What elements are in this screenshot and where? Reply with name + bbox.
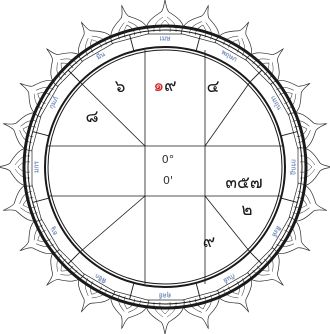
zodiac-sign-lower-left: ตุลย์ [159, 292, 171, 300]
house-left-upper: ๘ [85, 107, 98, 127]
lotus-petal [146, 0, 184, 34]
grid-diagonal-bottom-left [80, 196, 145, 252]
zodiac-sign-upper-left: มกร [33, 161, 41, 173]
house-top-center-red-digit: ๑ [153, 76, 164, 96]
lotus-petal [0, 148, 32, 186]
sign-divider [250, 70, 262, 82]
center-minute: 0' [163, 174, 173, 187]
sign-divider [68, 70, 80, 82]
lotus-petal [298, 148, 330, 186]
outer-ring [24, 26, 306, 308]
house-top-left: ๖ [115, 77, 126, 97]
house-top-center: ๑๙ [153, 76, 176, 96]
house-right-lower: ๒ [241, 200, 252, 220]
house-top-center-digit: ๙ [164, 76, 176, 96]
lotus-petal [146, 300, 184, 334]
center-degree: 0° [162, 153, 175, 166]
house-top-right: ๔ [207, 77, 220, 97]
zodiac-sign-top: เมษ [160, 35, 172, 43]
zodiac-sign-right-lower: กรกฎ [290, 159, 298, 175]
house-bottom-right: ๙ [203, 232, 215, 252]
sign-divider [250, 252, 262, 264]
house-right-middle: ๓๕๗ [225, 173, 262, 193]
center-readout: 0° 0' [162, 153, 175, 187]
sign-dividers [33, 35, 298, 300]
sign-divider [68, 252, 80, 264]
